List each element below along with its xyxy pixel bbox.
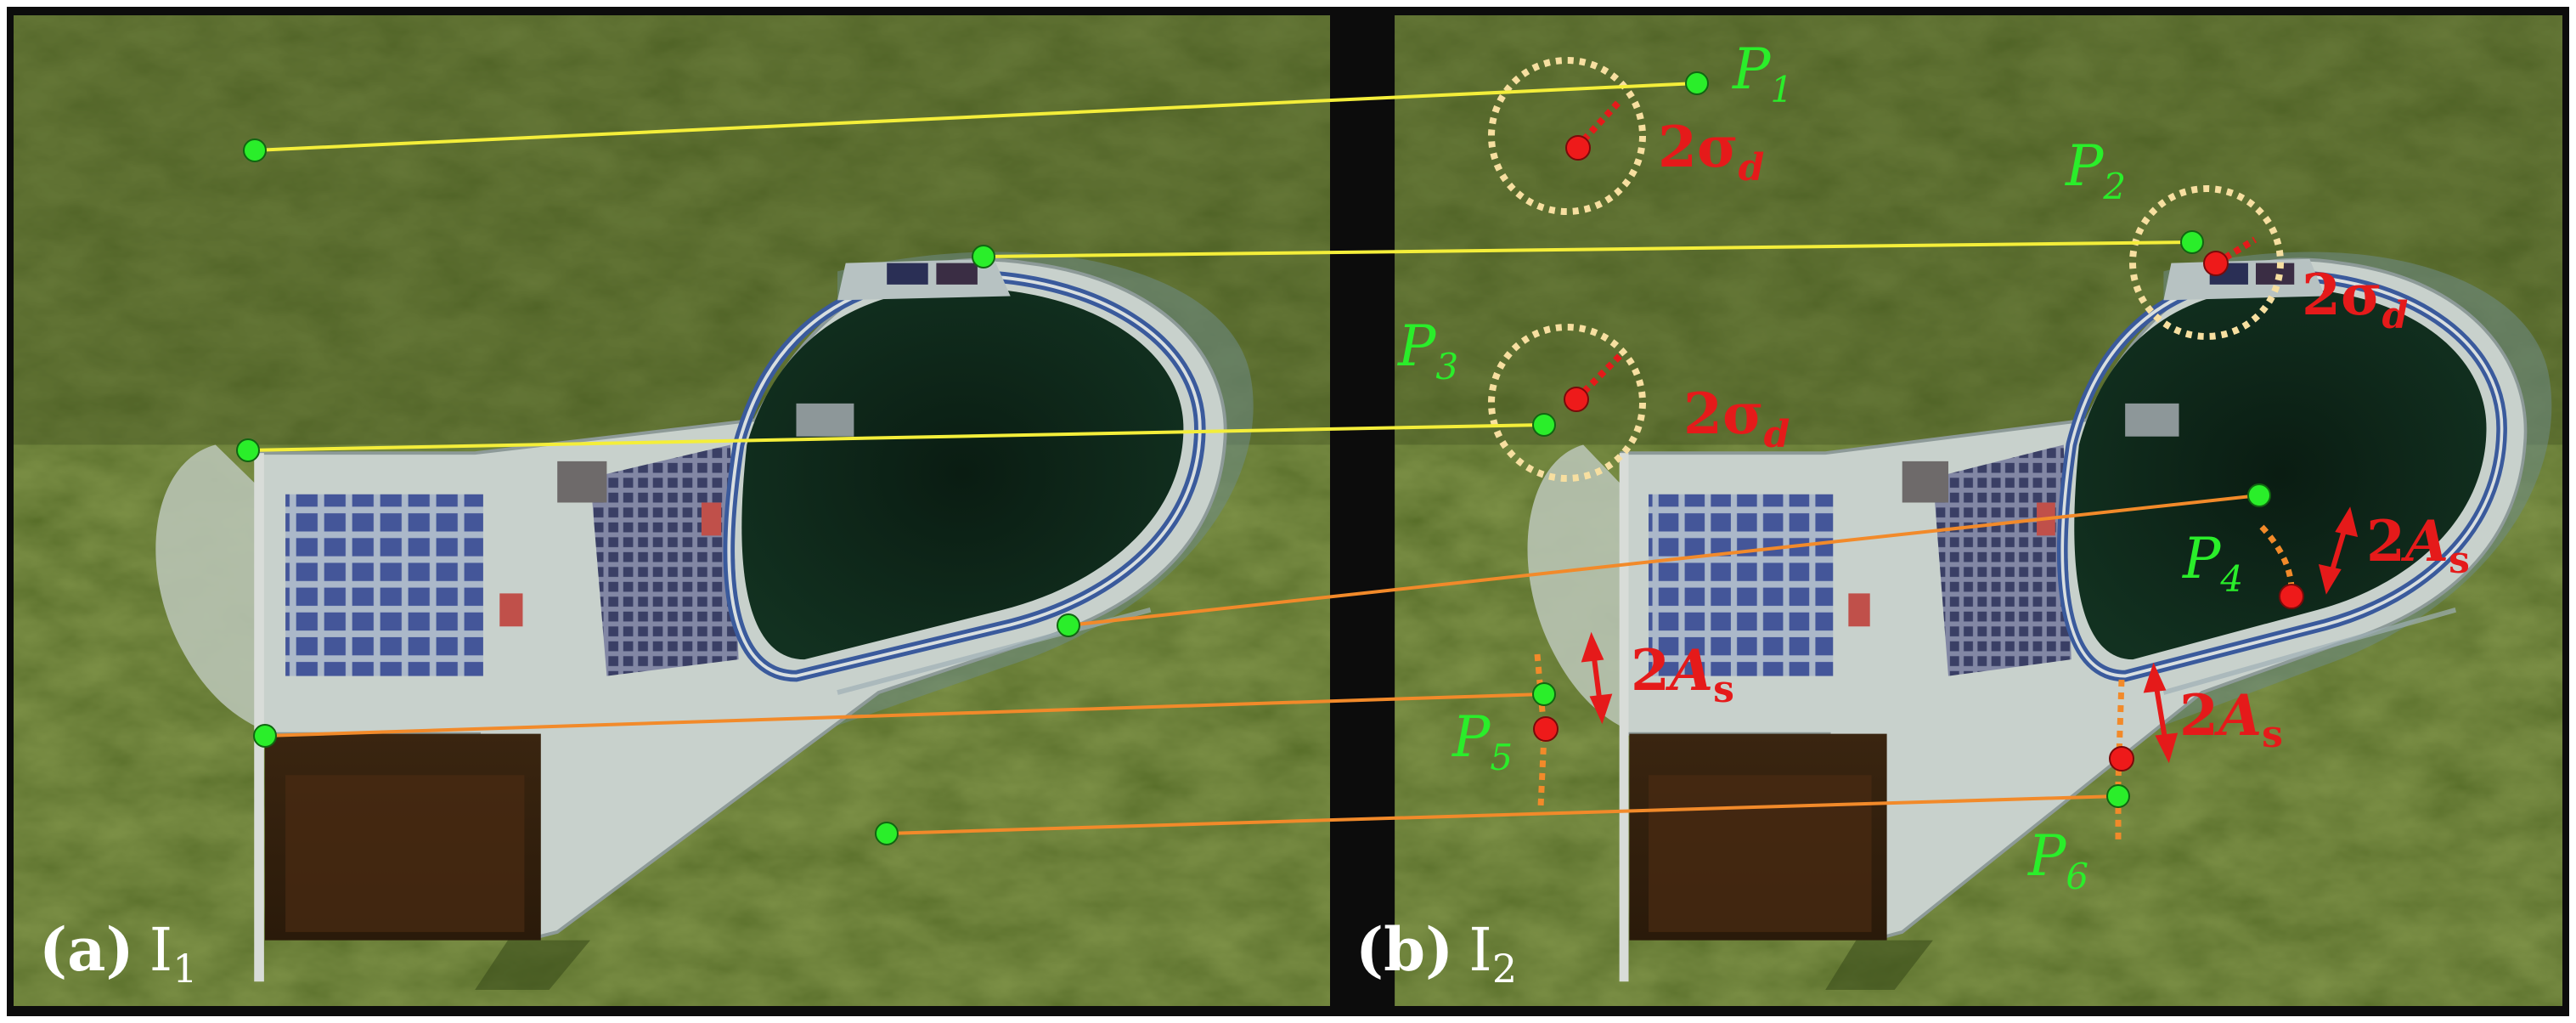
keypoint-b-1	[1685, 71, 1709, 95]
sigma-radius-p2	[2213, 236, 2258, 267]
amp-label-p6: 2As	[2179, 682, 2283, 756]
amplitude-path-p6	[2115, 679, 2125, 841]
keypoint-a-6	[875, 822, 899, 845]
keypoint-b-3	[1532, 413, 1556, 437]
sigma-label-p1: 2σd	[1658, 114, 1764, 189]
perturbed-point-1	[1565, 135, 1591, 161]
amp-arrow-p4	[2318, 506, 2359, 595]
keypoint-b-4	[2247, 483, 2271, 507]
keypoints-image-2	[1532, 71, 2271, 808]
label-p1: P1	[1732, 37, 1793, 110]
amp-label-p4: 2As	[2366, 508, 2470, 582]
label-p5: P5	[1451, 704, 1513, 778]
label-p2: P2	[2065, 133, 2126, 207]
keypoint-a-4	[1057, 613, 1080, 637]
keypoint-a-3	[236, 438, 260, 462]
panel-label-a: (a)I1	[39, 914, 198, 992]
amp-label-p5: 2As	[1631, 637, 1734, 711]
perturbed-point-2	[2203, 251, 2229, 276]
correspondence-lines	[247, 82, 2260, 835]
uncertainty-circle-p2	[2129, 185, 2284, 340]
amplitude-arrows	[1581, 506, 2359, 764]
keypoint-a-2	[972, 245, 995, 268]
point-labels: P1 P2 P3 P4 P5 P6	[1397, 37, 2243, 897]
amp-arrow-p6	[2143, 662, 2179, 764]
uncertainty-circle-p1	[1488, 57, 1646, 215]
match-line-p5	[264, 692, 1545, 738]
label-p4: P4	[2182, 526, 2243, 600]
perturbed-point-3	[1564, 387, 1589, 412]
match-line-p1	[254, 82, 1698, 152]
perturbed-points	[1533, 135, 2304, 771]
perturbed-point-4	[2279, 584, 2304, 609]
sigma-label-p2: 2σd	[2302, 262, 2408, 337]
uncertainty-circle-p3	[1488, 324, 1646, 482]
match-line-p4	[1068, 494, 2260, 627]
label-p6: P6	[2027, 823, 2088, 897]
match-line-p2	[983, 240, 2193, 258]
keypoints-image-1	[236, 138, 1080, 845]
keypoint-a-1	[243, 138, 267, 162]
uncertainty-circles	[1488, 57, 2284, 482]
amp-arrow-p5	[1581, 631, 1613, 725]
satellite-image-i1	[14, 15, 1332, 1006]
panel-label-b: (b)I2	[1356, 914, 1517, 992]
panel-divider	[1330, 15, 1333, 1006]
keypoint-a-5	[253, 724, 277, 748]
keypoint-b-2	[2180, 230, 2204, 254]
match-line-p6	[886, 794, 2119, 835]
keypoint-b-6	[2106, 784, 2130, 808]
parameter-annotations: 2σd 2σd 2σd 2As 2As 2As	[1631, 114, 2470, 756]
sigma-label-p3: 2σd	[1683, 381, 1790, 456]
match-line-p3	[247, 423, 1545, 452]
keypoint-b-5	[1532, 682, 1556, 706]
label-p3: P3	[1397, 314, 1458, 387]
panel-labels: (a)I1 (b)I2	[39, 914, 1517, 992]
perturbed-point-6	[2109, 746, 2134, 771]
perturbed-point-5	[1533, 716, 1559, 742]
sigma-radius-lines	[1574, 98, 2258, 402]
